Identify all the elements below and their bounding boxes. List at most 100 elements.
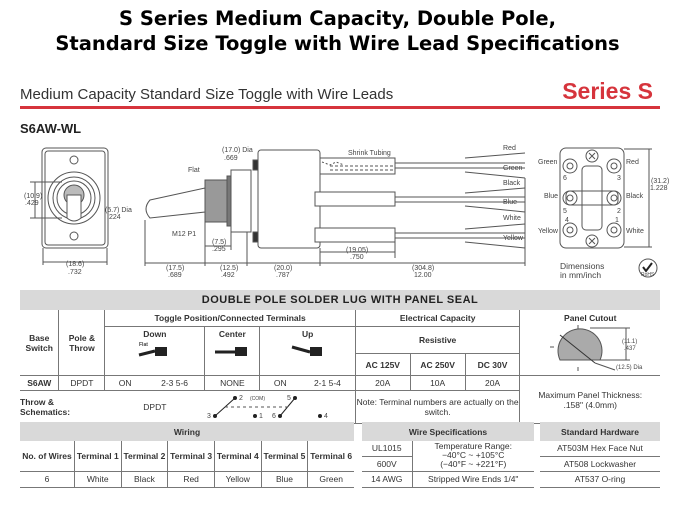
terminal-6: 6: [563, 175, 567, 182]
technical-drawing: (10.9) .429 (18.6) .732: [24, 145, 669, 279]
d4-in: .787: [276, 272, 290, 279]
slide-title-line-2: Standard Size Toggle with Wire Lead Spec…: [55, 32, 620, 55]
terminal-4: 4: [565, 217, 569, 224]
header-base-switch: Base Switch: [20, 310, 59, 376]
cell-pole-throw: DPDT: [58, 375, 105, 391]
wire-label-blue: Blue: [503, 199, 517, 206]
rear-view: [559, 147, 658, 278]
front-width-in: .732: [68, 269, 82, 276]
panel-cutout-drawing: (11.1) .437 (12.5) Dia: [550, 325, 643, 371]
front-height-mm: (10.9): [24, 193, 42, 200]
wire-spec-ul: UL1015: [362, 441, 412, 457]
cell-up-terminals: 2-1 5-4: [300, 375, 356, 391]
schem-term-4: 4: [324, 413, 328, 420]
toggle-up-icon: [291, 345, 322, 356]
header-panel-cutout: Panel Cutout: [564, 313, 617, 323]
wire-label-white: White: [503, 215, 521, 222]
bushing-dia-in: .669: [224, 155, 238, 162]
header-dc30: DC 30V: [464, 353, 520, 376]
wire-spec-stripped: Stripped Wire Ends 1/4": [411, 471, 534, 488]
rear-label-white: White: [626, 228, 644, 235]
wiring-title: Wiring: [20, 422, 354, 441]
d2-mm: (17.5): [166, 265, 184, 272]
front-view: [30, 147, 109, 265]
wiring-header: Terminal 1: [73, 441, 122, 472]
header-rule: [20, 106, 660, 109]
header-ac125: AC 125V: [354, 353, 411, 376]
cell-dc30: 20A: [464, 375, 520, 391]
cutout-dim-mm: (11.1): [622, 339, 637, 345]
cell-ac250: 10A: [409, 375, 466, 391]
hardware-item: AT503M Hex Face Nut: [540, 441, 660, 457]
wire-spec-awg: 14 AWG: [362, 471, 412, 488]
note-cell: Note: Terminal numbers are actually on t…: [354, 390, 520, 424]
toggle-down-icon: Flat: [138, 342, 167, 356]
schem-term-1: 1: [259, 413, 263, 420]
front-height-in: .429: [25, 200, 39, 207]
schem-term-3: 3: [207, 413, 211, 420]
lever-dia-in: .224: [107, 214, 121, 221]
wiring-header: Terminal 6: [307, 441, 354, 472]
schematics-label: Throw & Schematics:: [20, 390, 105, 424]
cell-up-state: ON: [259, 375, 301, 391]
series-label: Series S: [562, 78, 653, 104]
dimensions-note: Dimensions in mm/inch: [560, 262, 604, 280]
wiring-header: No. of Wires: [20, 441, 75, 472]
slide-title-line-1: S Series Medium Capacity, Double Pole,: [119, 7, 556, 30]
d2-in: .689: [168, 272, 182, 279]
cell-base-switch: S6AW: [20, 375, 59, 391]
schem-term-5: 5: [287, 395, 291, 402]
lever-dia-mm: (5.7) Dia: [105, 207, 132, 214]
header-down: Down: [143, 328, 167, 339]
schem-term-6: 6: [272, 413, 276, 420]
d4-mm: (20.0): [274, 265, 292, 272]
wire-label-red: Red: [503, 145, 516, 152]
d6-in: 12.00: [414, 272, 432, 279]
wire-spec-temp-cell: Temperature Range: −40°C ~ +105°C (−40°F…: [411, 441, 534, 472]
wiring-header: Terminal 4: [213, 441, 262, 472]
header-center-cell: Center: [204, 326, 260, 376]
cell-center: NONE: [204, 375, 260, 391]
wiring-cell: 6: [20, 471, 75, 488]
d3-mm: (12.5): [220, 265, 238, 272]
panel-cutout-cell: Panel Cutout (11.1) .437 (12.5) Dia: [519, 310, 660, 376]
cell-down-state: ON: [104, 375, 145, 391]
terminal-3: 3: [617, 175, 621, 182]
table-row: S6AW DPDT ON 2-3 5-6 NONE ON 2-1 5-4 20A…: [20, 375, 660, 424]
hardware-table: Standard Hardware AT503M Hex Face Nut AT…: [540, 422, 660, 488]
rear-label-green: Green: [538, 159, 558, 166]
cell-ac125: 20A: [354, 375, 411, 391]
terminal-5: 5: [563, 208, 567, 215]
flat-mini-label: Flat: [139, 342, 148, 348]
wiring-header: Terminal 5: [260, 441, 308, 472]
header-center: Center: [218, 328, 246, 339]
toggle-center-icon: [215, 346, 248, 356]
table-row: 6 White Black Red Yellow Blue Green: [20, 471, 354, 488]
dimensions-note-line-1: Dimensions: [560, 261, 605, 271]
header-toggle-position: Toggle Position/Connected Terminals: [104, 310, 356, 327]
header-down-cell: Down Flat: [104, 326, 205, 376]
temp-range-label: Temperature Range:: [434, 441, 513, 452]
d3-in: .492: [221, 272, 235, 279]
thread-label: M12 P1: [172, 231, 196, 238]
d5-in: .750: [350, 254, 364, 261]
wire-spec-voltage: 600V: [362, 456, 412, 472]
cutout-dia-mm: (12.5) Dia: [616, 365, 643, 371]
wiring-cell: Green: [307, 471, 354, 488]
wire-label-yellow: Yellow: [503, 235, 524, 242]
schem-com: (COM): [250, 396, 265, 402]
wiring-header: Terminal 2: [120, 441, 168, 472]
spec-table: DOUBLE POLE SOLDER LUG WITH PANEL SEAL B…: [20, 290, 660, 424]
section-header: Medium Capacity Standard Size Toggle wit…: [20, 86, 394, 103]
header-resistive: Resistive: [354, 326, 520, 354]
wiring-cell: Yellow: [213, 471, 262, 488]
front-width-mm: (18.6): [66, 261, 84, 268]
wire-specs-table: Wire Specifications UL1015 Temperature R…: [362, 422, 534, 488]
wiring-cell: White: [73, 471, 122, 488]
max-panel-line-1: Maximum Panel Thickness:: [538, 389, 643, 400]
bushing-dia-mm: (17.0) Dia: [222, 147, 253, 154]
cell-down-terminals: 2-3 5-6: [144, 375, 205, 391]
d1-mm: (7.5): [212, 239, 226, 246]
header-up: Up: [301, 328, 314, 339]
hardware-item: AT537 O-ring: [540, 471, 660, 488]
